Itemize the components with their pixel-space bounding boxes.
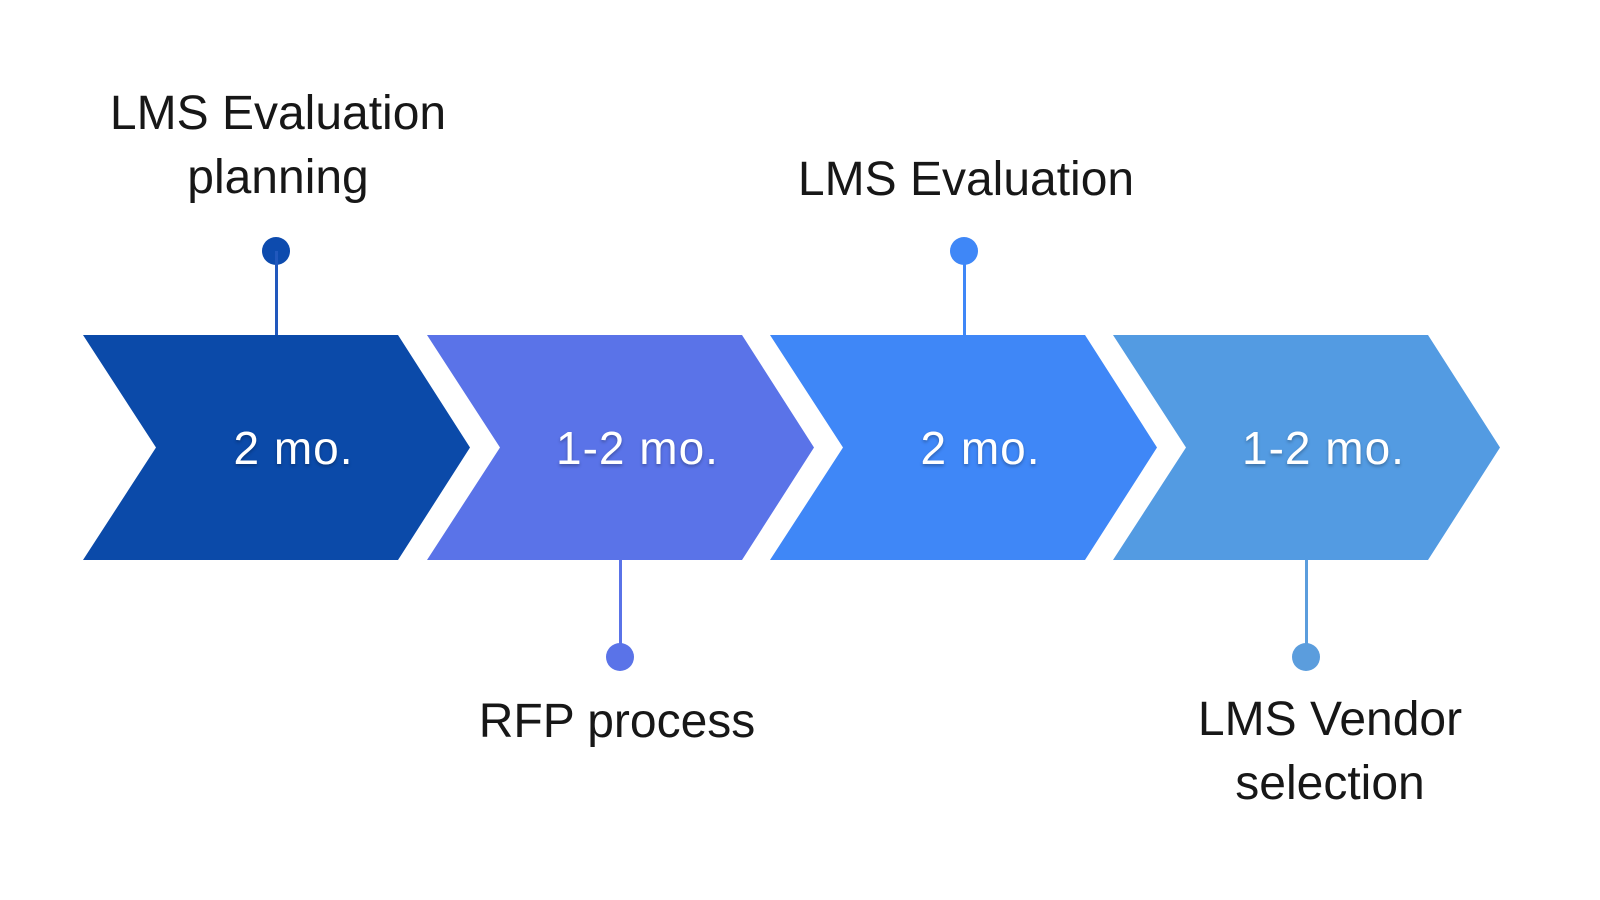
chevron-step-1: 2 mo. bbox=[83, 335, 470, 560]
connector-step-3 bbox=[950, 237, 978, 335]
connector-stem bbox=[962, 251, 966, 335]
step-label-lms-evaluation-planning: LMS Evaluation planning bbox=[109, 87, 447, 204]
timeline-dot-icon bbox=[1292, 643, 1320, 671]
connector-stem bbox=[1304, 560, 1308, 657]
connector-step-2 bbox=[606, 560, 634, 671]
connector-stem bbox=[618, 560, 622, 657]
step-label-lms-vendor-selection: LMS Vendor selection bbox=[1197, 693, 1463, 810]
connector-stem bbox=[274, 251, 278, 335]
step-label-lms-evaluation: LMS Evaluation bbox=[797, 153, 1135, 206]
connector-step-1 bbox=[262, 237, 290, 335]
connector-step-4 bbox=[1292, 560, 1320, 671]
chevron-step-2: 1-2 mo. bbox=[427, 335, 814, 560]
step-label-rfp-process: RFP process bbox=[478, 695, 756, 748]
duration-text: 1-2 mo. bbox=[1242, 421, 1405, 474]
chevron-step-4: 1-2 mo. bbox=[1113, 335, 1500, 560]
timeline-dot-icon bbox=[606, 643, 634, 671]
duration-text: 2 mo. bbox=[233, 421, 354, 474]
duration-text: 1-2 mo. bbox=[556, 421, 719, 474]
duration-text: 2 mo. bbox=[920, 421, 1041, 474]
chevron-step-3: 2 mo. bbox=[770, 335, 1157, 560]
